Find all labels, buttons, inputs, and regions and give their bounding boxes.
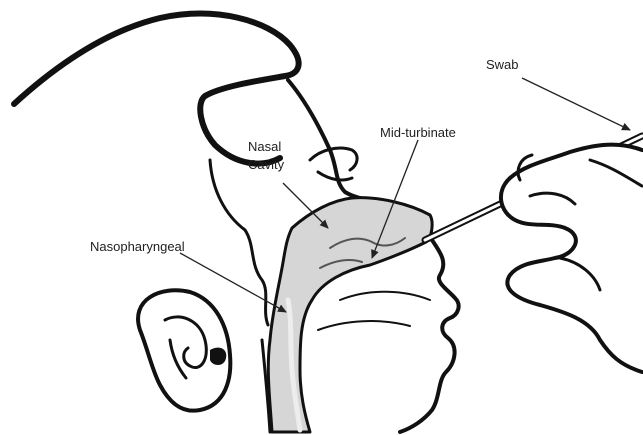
ear-canal [210,348,226,365]
face-profile-lower [400,240,459,432]
face-side [210,160,268,325]
nasal-cavity-label-line1: Nasal [248,138,281,155]
mid-turbinate-label: Mid-turbinate [380,124,456,141]
nasopharyngeal-label: Nasopharyngeal [90,238,185,255]
nasal-cavity-label-line2: Cavity [248,156,284,173]
swab-label: Swab [486,56,519,73]
mouth-inner [318,292,430,330]
hand-outline [501,145,642,372]
swab-arrow [522,78,630,130]
